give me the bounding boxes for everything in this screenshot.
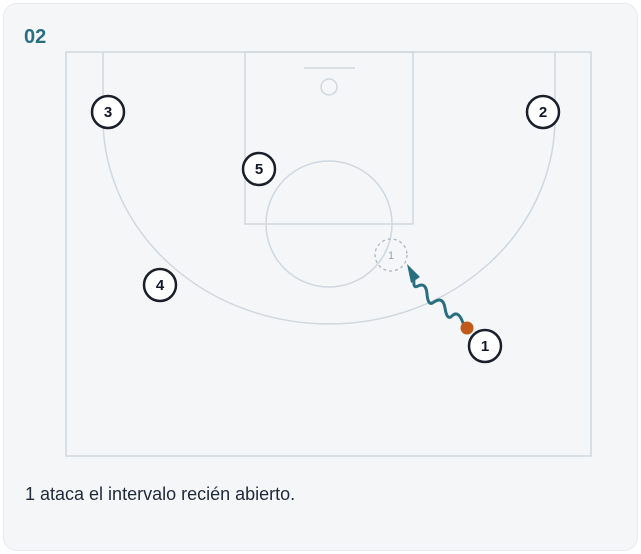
court-boundary [65, 51, 592, 457]
play-number: 02 [24, 26, 47, 48]
basketball-icon [460, 321, 474, 335]
player-label: 5 [255, 161, 263, 178]
player-5: 5 [241, 151, 277, 187]
player-1: 1 [467, 328, 503, 364]
three-point-line [102, 52, 556, 325]
player-3: 3 [90, 94, 126, 130]
ghost-player-1: 1 [374, 238, 408, 272]
rim [320, 78, 338, 96]
paint-lane [244, 51, 414, 225]
player-label: 4 [156, 277, 165, 294]
player-4: 4 [142, 267, 178, 303]
ghost-player-label: 1 [388, 250, 394, 262]
player-2: 2 [525, 94, 561, 130]
play-caption: 1 ataca el intervalo recién abierto. [25, 484, 296, 504]
player-label: 1 [481, 338, 489, 355]
player-label: 3 [104, 104, 112, 121]
player-label: 2 [539, 104, 547, 121]
free-throw-circle [265, 160, 393, 288]
play-card [3, 3, 638, 551]
dribble-path [412, 278, 466, 328]
dribble-arrow-icon [407, 264, 420, 283]
